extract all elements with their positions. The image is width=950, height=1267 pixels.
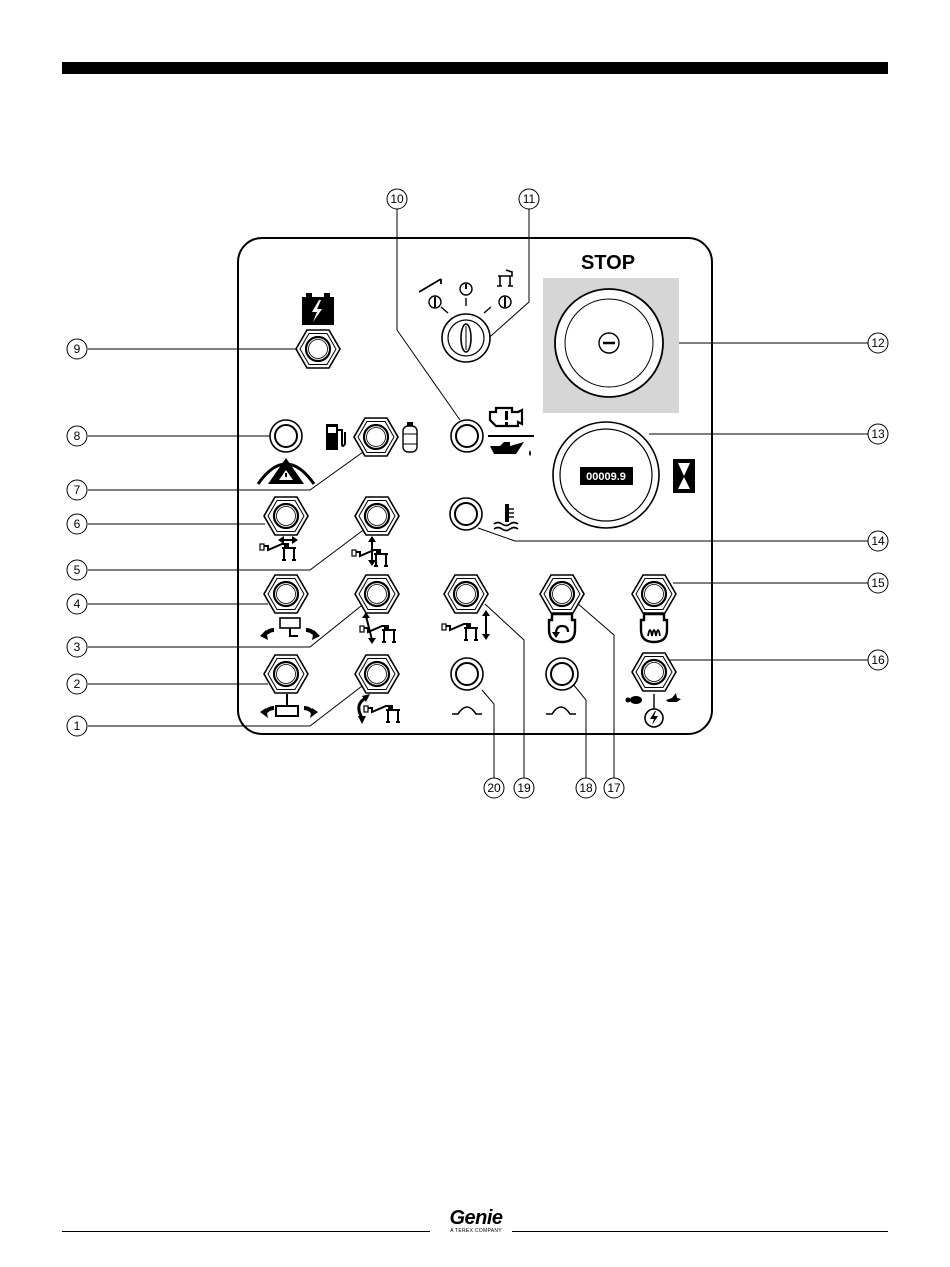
- hourglass-icon: [673, 459, 695, 493]
- battery-icon: [302, 293, 334, 325]
- jib-rotate-icon: [358, 694, 400, 724]
- jib-rotate-switch[interactable]: [355, 655, 399, 693]
- emergency-stop-button[interactable]: [555, 289, 663, 397]
- callout-13: 13: [868, 424, 888, 444]
- turntable-rotate-icon: [260, 618, 320, 640]
- callout-7: 7: [67, 480, 87, 500]
- callout-8: 8: [67, 426, 87, 446]
- svg-text:7: 7: [74, 483, 81, 497]
- auxiliary-pump-switch[interactable]: [540, 575, 584, 613]
- lpg-tank-icon: [403, 422, 417, 452]
- svg-text:19: 19: [517, 781, 531, 795]
- indicator-18-icon: [546, 707, 576, 714]
- indicator-lamp-18: [546, 658, 578, 690]
- callout-5: 5: [67, 560, 87, 580]
- leader-lines: [88, 208, 868, 778]
- secondary-boom-icon: [360, 612, 396, 644]
- jib-extend-retract-switch[interactable]: [264, 497, 308, 535]
- drive-speed-icons: [626, 693, 682, 727]
- svg-text:16: 16: [871, 653, 885, 667]
- svg-text:18: 18: [579, 781, 593, 795]
- svg-text:10: 10: [390, 192, 404, 206]
- callout-10: 10: [387, 189, 407, 209]
- oil-pressure-icon: [490, 442, 531, 456]
- svg-text:17: 17: [607, 781, 621, 795]
- hour-meter: 00009.9: [553, 422, 659, 528]
- callout-12: 12: [868, 333, 888, 353]
- svg-text:12: 12: [871, 336, 885, 350]
- indicator-lamp-20: [451, 658, 483, 690]
- callout-11: 11: [519, 189, 539, 209]
- brand-logo: Genie A TEREX COMPANY: [436, 1208, 516, 1234]
- svg-text:9: 9: [74, 342, 81, 356]
- key-switch-positions: [429, 283, 511, 313]
- callout-9: 9: [67, 339, 87, 359]
- brand-tagline: A TEREX COMPANY: [436, 1228, 516, 1234]
- svg-text:6: 6: [74, 517, 81, 531]
- svg-text:5: 5: [74, 563, 81, 577]
- coolant-temperature-icon: [494, 504, 518, 531]
- svg-text:2: 2: [74, 677, 81, 691]
- brand-name: Genie: [436, 1208, 516, 1228]
- svg-text:3: 3: [74, 640, 81, 654]
- callout-16: 16: [868, 650, 888, 670]
- callout-4: 4: [67, 594, 87, 614]
- svg-text:13: 13: [871, 427, 885, 441]
- engine-start-icon: [549, 614, 575, 642]
- callout-19: 19: [514, 778, 534, 798]
- callout-1: 1: [67, 716, 87, 736]
- glow-plug-switch[interactable]: [632, 575, 676, 613]
- svg-text:4: 4: [74, 597, 81, 611]
- callout-6: 6: [67, 514, 87, 534]
- stop-label: STOP: [581, 252, 635, 274]
- start-toggle-switch[interactable]: [296, 330, 340, 368]
- key-switch[interactable]: [442, 314, 490, 362]
- callout-15: 15: [868, 573, 888, 593]
- footer-rule-left: [62, 1231, 430, 1232]
- platform-control-icon: [497, 270, 513, 286]
- jib-raise-lower-icon: [442, 610, 490, 640]
- coolant-temp-lamp: [450, 498, 482, 530]
- svg-text:11: 11: [523, 192, 536, 206]
- secondary-boom-switch[interactable]: [355, 575, 399, 613]
- svg-text:8: 8: [74, 429, 81, 443]
- svg-text:20: 20: [487, 781, 501, 795]
- boom-raise-lower-icon: [352, 536, 388, 566]
- svg-text:14: 14: [871, 534, 885, 548]
- callout-20: 20: [484, 778, 504, 798]
- turntable-rotate-switch[interactable]: [264, 575, 308, 613]
- jib-extend-retract-icon: [260, 536, 298, 560]
- fuel-pump-icon: [326, 424, 345, 450]
- platform-rotate-icon: [260, 694, 318, 718]
- fault-lamp: [270, 420, 302, 452]
- footer-rule-right: [512, 1231, 888, 1232]
- svg-text:1: 1: [74, 719, 81, 733]
- callout-3: 3: [67, 637, 87, 657]
- engine-fault-lamp: [451, 420, 483, 452]
- callout-2: 2: [67, 674, 87, 694]
- boom-raise-switch[interactable]: [355, 497, 399, 535]
- callout-14: 14: [868, 531, 888, 551]
- jib-raise-lower-switch[interactable]: [444, 575, 488, 613]
- fuel-select-switch[interactable]: [354, 418, 398, 456]
- callout-17: 17: [604, 778, 624, 798]
- callout-18: 18: [576, 778, 596, 798]
- platform-rotate-switch[interactable]: [264, 655, 308, 693]
- ground-control-icon: [419, 279, 441, 292]
- svg-text:15: 15: [871, 576, 885, 590]
- drive-speed-switch[interactable]: [632, 653, 676, 691]
- glow-plug-icon: [641, 614, 667, 642]
- check-engine-icon: [488, 408, 534, 436]
- horn-indicator-icon: [452, 707, 482, 714]
- tilt-warning-icon: [258, 458, 314, 484]
- hour-meter-readout: 00009.9: [586, 471, 626, 483]
